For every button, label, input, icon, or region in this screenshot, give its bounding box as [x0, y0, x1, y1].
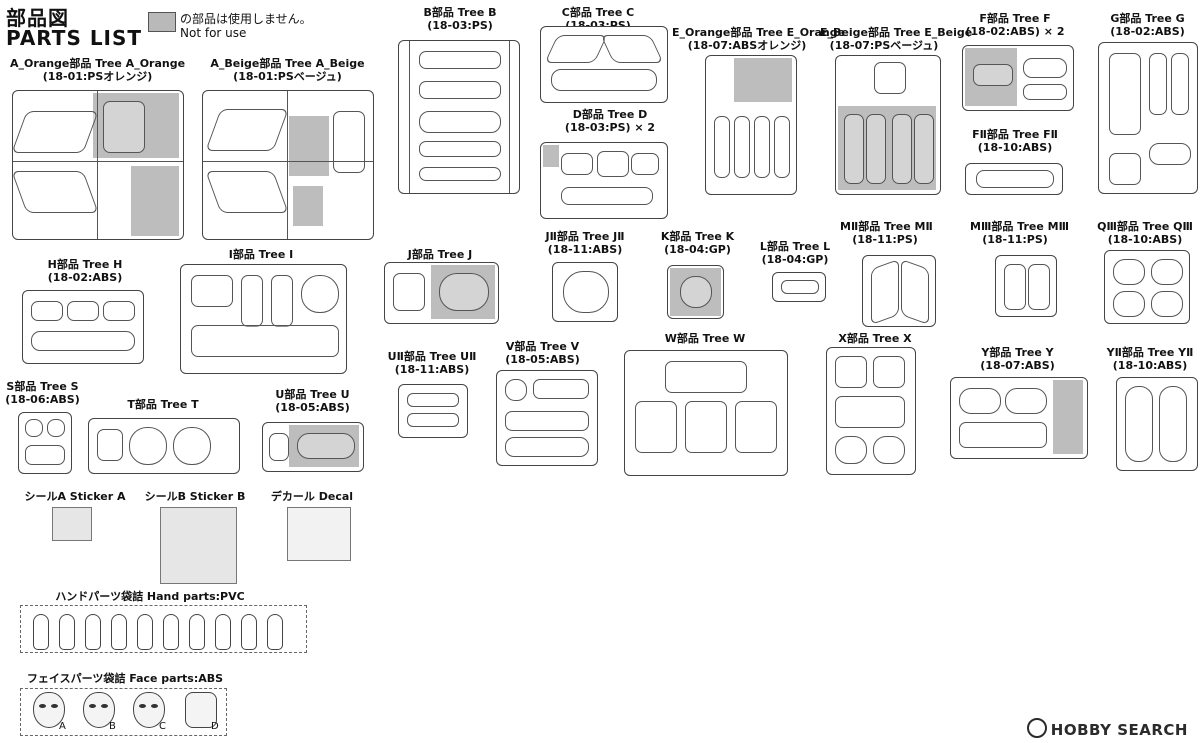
tree-x-label: X部品 Tree X	[838, 332, 912, 345]
watermark: HOBBY SEARCH	[1026, 718, 1188, 739]
tree-l-label: L部品 Tree L(18-04:GP)	[759, 240, 831, 266]
tree-i-label: I部品 Tree I	[228, 248, 294, 261]
tree-a-orange-sprue	[12, 90, 184, 240]
tree-u2-sprue	[398, 384, 468, 438]
face-parts-label: フェイスパーツ袋詰 Face parts:ABS	[26, 672, 224, 685]
decal-label: デカール Decal	[270, 490, 354, 503]
face-part-c	[133, 692, 165, 728]
tree-u-sprue	[262, 422, 364, 472]
face-part-b	[83, 692, 115, 728]
face-label-c: C	[159, 721, 166, 732]
hand-part	[215, 614, 231, 650]
tree-y-sprue	[950, 377, 1088, 459]
tree-t-sprue	[88, 418, 240, 474]
tree-v-label: V部品 Tree V(18-05:ABS)	[505, 340, 580, 366]
tree-j2-label: JⅡ部品 Tree JⅡ(18-11:ABS)	[545, 230, 625, 256]
tree-f2-label: FⅡ部品 Tree FⅡ(18-10:ABS)	[972, 128, 1058, 154]
tree-m2-label: MⅡ部品 Tree MⅡ(18-11:PS)	[840, 220, 933, 246]
tree-b-sprue	[398, 40, 520, 194]
tree-h-sprue	[22, 290, 144, 364]
face-label-a: A	[59, 721, 66, 732]
tree-j-sprue	[384, 262, 499, 324]
tree-e-orange-label: E_Orange部品 Tree E_Orange(18-07:ABSオレンジ)	[672, 26, 846, 52]
tree-y2-label: YⅡ部品 Tree YⅡ(18-10:ABS)	[1106, 346, 1194, 372]
decal-sheet	[287, 507, 351, 561]
sticker-a-sheet	[52, 507, 92, 541]
tree-y-label: Y部品 Tree Y(18-07:ABS)	[980, 346, 1055, 372]
tree-v-sprue	[496, 370, 598, 466]
tree-k-label: K部品 Tree K(18-04:GP)	[660, 230, 735, 256]
tree-w-sprue	[624, 350, 788, 476]
tree-e-beige-label: E_Beige部品 Tree E_Beige(18-07:PSベージュ)	[820, 26, 973, 52]
hand-part	[241, 614, 257, 650]
tree-d-label: D部品 Tree D(18-03:PS) × 2	[564, 108, 656, 134]
tree-s-label: S部品 Tree S(18-06:ABS)	[5, 380, 80, 406]
tree-q3-sprue	[1104, 250, 1190, 324]
face-parts-bag: A B C D	[20, 688, 227, 736]
tree-f-label: F部品 Tree F(18-02:ABS) × 2	[965, 12, 1065, 38]
hand-part	[85, 614, 101, 650]
tree-y2-sprue	[1116, 377, 1198, 471]
hand-part	[267, 614, 283, 650]
face-label-d: D	[211, 721, 219, 732]
tree-j-label: J部品 Tree J	[407, 248, 473, 261]
face-part-d	[185, 692, 217, 728]
hand-parts-label: ハンドパーツ袋詰 Hand parts:PVC	[55, 590, 245, 603]
tree-f-sprue	[962, 45, 1074, 111]
tree-g-sprue	[1098, 42, 1198, 194]
hand-part	[163, 614, 179, 650]
tree-e-orange-sprue	[705, 55, 797, 195]
tree-c-sprue	[540, 26, 668, 103]
tree-m2-sprue	[862, 255, 936, 327]
hand-part	[189, 614, 205, 650]
tree-m3-sprue	[995, 255, 1057, 317]
tree-c-label: C部品 Tree C	[561, 6, 635, 19]
hand-part	[111, 614, 127, 650]
hand-part	[33, 614, 49, 650]
legend-text-en: Not for use	[180, 26, 247, 40]
tree-s-sprue	[18, 412, 72, 474]
tree-x-sprue	[826, 347, 916, 475]
tree-g-label: G部品 Tree G(18-02:ABS)	[1110, 12, 1185, 38]
tree-m3-label: MⅢ部品 Tree MⅢ(18-11:PS)	[970, 220, 1069, 246]
tree-u-label: U部品 Tree U(18-05:ABS)	[275, 388, 350, 414]
tree-a-orange-label: A_Orange部品 Tree A_Orange(18-01:PSオレンジ)	[10, 57, 186, 83]
face-label-b: B	[109, 721, 116, 732]
legend-swatch	[148, 12, 176, 32]
tree-i-sprue	[180, 264, 347, 374]
hand-part	[137, 614, 153, 650]
sticker-b-label: シールB Sticker B	[144, 490, 246, 503]
sticker-b-sheet	[160, 507, 237, 584]
tree-e-beige-sprue	[835, 55, 941, 195]
hand-parts-bag	[20, 605, 307, 653]
face-part-a	[33, 692, 65, 728]
legend-text-jp: の部品は使用しません。	[180, 12, 312, 26]
page-title-jp: 部品図	[6, 6, 69, 30]
tree-b-label: B部品 Tree B(18-03:PS)	[423, 6, 497, 32]
tree-j2-sprue	[552, 262, 618, 322]
tree-w-label: W部品 Tree W	[664, 332, 746, 345]
tree-t-label: T部品 Tree T	[127, 398, 199, 411]
sticker-a-label: シールA Sticker A	[24, 490, 126, 503]
page-title-en: PARTS LIST	[6, 26, 143, 50]
tree-d-sprue	[540, 142, 668, 219]
tree-h-label: H部品 Tree H(18-02:ABS)	[47, 258, 123, 284]
tree-a-beige-sprue	[202, 90, 374, 240]
tree-k-sprue	[667, 265, 724, 319]
hand-part	[59, 614, 75, 650]
tree-q3-label: QⅢ部品 Tree QⅢ(18-10:ABS)	[1097, 220, 1193, 246]
tree-f2-sprue	[965, 163, 1063, 195]
hobby-search-logo-icon	[1026, 718, 1047, 738]
tree-a-beige-label: A_Beige部品 Tree A_Beige(18-01:PSベージュ)	[210, 57, 365, 83]
tree-u2-label: UⅡ部品 Tree UⅡ(18-11:ABS)	[387, 350, 477, 376]
tree-l-sprue	[772, 272, 826, 302]
